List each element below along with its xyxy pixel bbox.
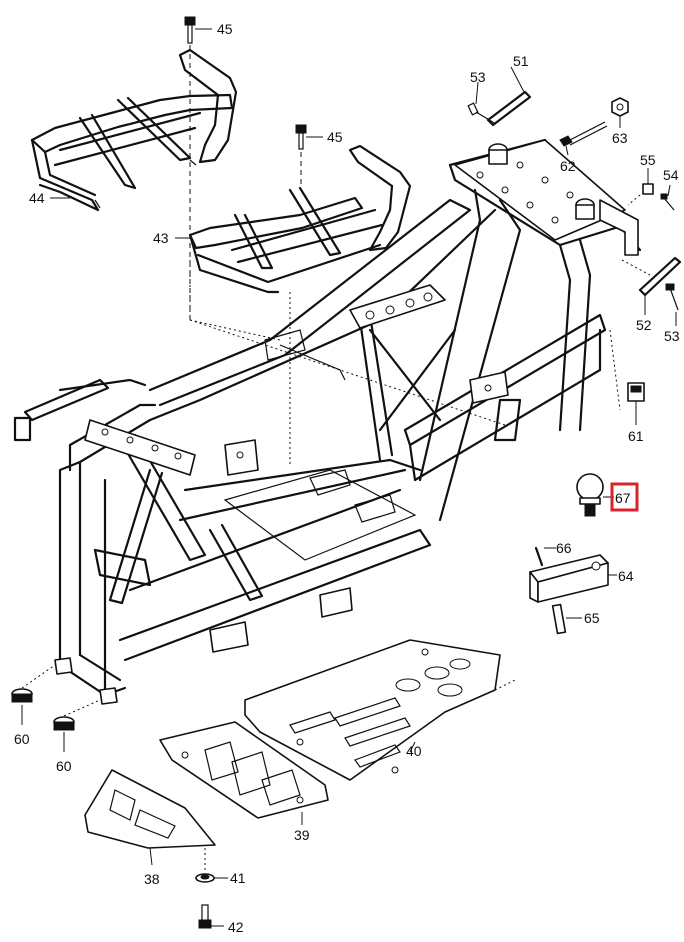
rear-rack <box>188 144 412 294</box>
callout-52: 52 <box>636 317 652 333</box>
skid-plate-39 <box>159 721 329 825</box>
callout-63: 63 <box>612 130 628 146</box>
callout-51: 51 <box>513 53 529 69</box>
callout-67-highlight <box>610 482 639 512</box>
skid-plate-40 <box>244 639 516 781</box>
hitch-ball-67 <box>576 473 614 517</box>
callout-40: 40 <box>406 743 422 759</box>
strap-51 <box>486 66 532 127</box>
plug-60-right <box>53 699 101 752</box>
callout-61: 61 <box>628 428 644 444</box>
callout-45-top: 45 <box>217 21 233 37</box>
bolt-62 <box>559 121 608 156</box>
callout-38: 38 <box>144 871 160 887</box>
bumper-61 <box>609 329 645 425</box>
clip-55 <box>642 168 654 195</box>
callout-labels: 45 45 44 43 53 51 63 62 55 54 52 53 61 6… <box>14 21 680 935</box>
callout-64: 64 <box>618 568 634 584</box>
callout-62: 62 <box>560 158 576 174</box>
callout-66: 66 <box>556 540 572 556</box>
callout-54: 54 <box>663 167 679 183</box>
plug-60-left <box>11 664 56 725</box>
callout-41: 41 <box>230 870 246 886</box>
bolt-53-lower <box>665 283 679 326</box>
callout-55: 55 <box>640 152 656 168</box>
main-frame <box>13 138 642 705</box>
callout-67: 67 <box>615 490 631 506</box>
bolt-45-top <box>184 16 196 320</box>
callout-42: 42 <box>228 919 244 935</box>
callout-39: 39 <box>294 827 310 843</box>
nut-63 <box>611 97 629 128</box>
callout-44: 44 <box>29 190 45 206</box>
callout-60-right: 60 <box>56 758 72 774</box>
pin-66 <box>534 546 556 567</box>
callout-53-lower: 53 <box>664 328 680 344</box>
skid-plate-38 <box>84 769 216 866</box>
callout-43: 43 <box>153 230 169 246</box>
callout-53-upper: 53 <box>470 69 486 85</box>
callout-45-rear: 45 <box>327 129 343 145</box>
strap-52 <box>638 256 682 315</box>
bolt-53-upper <box>467 81 497 125</box>
callout-65: 65 <box>584 610 600 626</box>
bolt-45-rear-rack <box>295 124 307 185</box>
pin-54 <box>660 184 675 211</box>
nut-41 <box>195 873 228 883</box>
receiver-64 <box>529 554 617 603</box>
callout-60-left: 60 <box>14 731 30 747</box>
front-rack <box>30 48 238 212</box>
bolt-42 <box>198 904 224 929</box>
bolt-65 <box>551 603 582 635</box>
